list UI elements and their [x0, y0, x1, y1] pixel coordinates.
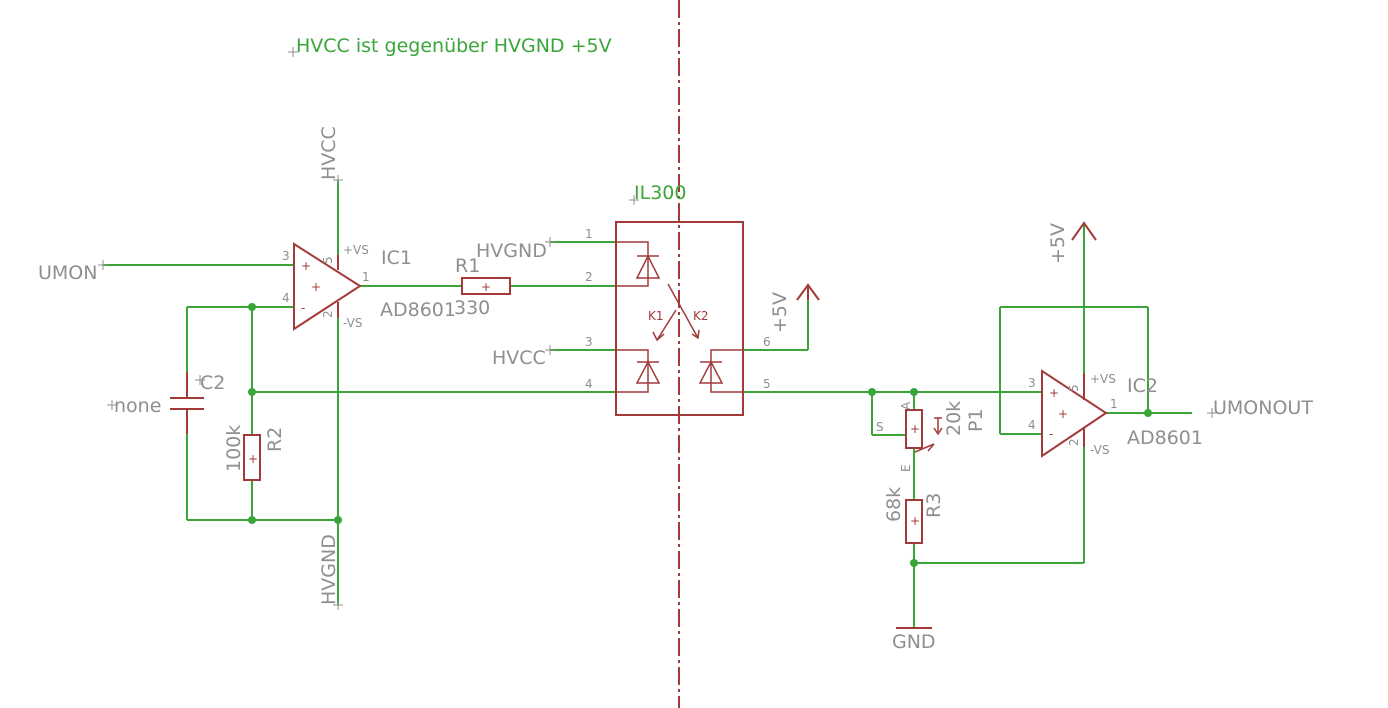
ic1-pin-3: 3: [282, 249, 290, 263]
p1-pin-e: E: [899, 464, 913, 472]
c2-value: none: [114, 395, 161, 417]
plus5v-label-right: +5V: [769, 292, 791, 333]
il300-pin-5: 5: [763, 377, 771, 391]
p1-pin-s: S: [876, 420, 884, 434]
svg-text:+: +: [481, 280, 491, 294]
c2-capacitor[interactable]: C2 none: [107, 372, 225, 434]
junctions-right: [868, 388, 1152, 567]
il300-optocoupler[interactable]: K1 K2 1 2 3 4 5 6 IL300: [585, 182, 771, 416]
plus5v-symbol-right: +5V: [769, 283, 820, 333]
ic1-pin-5: 5: [321, 256, 335, 264]
ic2-pin-1: 1: [1110, 397, 1118, 411]
il300-pin-6: 6: [763, 335, 771, 349]
il300-k1: K1: [648, 309, 664, 323]
r3-name: R3: [923, 493, 945, 518]
p1-value: 20k: [943, 401, 965, 436]
plus5v-symbol-top: +5V: [1047, 221, 1097, 264]
note-text: HVCC ist gegenüber HVGND +5V: [296, 35, 612, 57]
svg-text:+: +: [910, 514, 920, 528]
umonout-label: UMONOUT: [1213, 397, 1313, 419]
il300-pin-4: 4: [585, 377, 593, 391]
ic2-pos-supply: +VS: [1090, 372, 1116, 386]
ic2-pin-2: 2: [1067, 438, 1081, 446]
ic1-name: IC1: [381, 247, 412, 269]
r3-resistor[interactable]: + 68k R3: [883, 487, 945, 544]
svg-text:+: +: [1058, 407, 1068, 421]
il300-k2: K2: [693, 309, 709, 323]
ic2-value: AD8601: [1127, 427, 1203, 449]
svg-text:+: +: [301, 259, 311, 273]
p1-potentiometer[interactable]: + A E S 20k P1: [876, 401, 987, 472]
p1-name: P1: [965, 408, 987, 432]
ic1-neg-supply: -VS: [343, 316, 362, 330]
ic1-pin-4: 4: [282, 291, 290, 305]
ic2-pin-4: 4: [1028, 418, 1036, 432]
ic2-opamp[interactable]: + - + 3 4 1 +VS -VS 5 2 IC2 AD8601: [1028, 369, 1203, 458]
p1-pin-a: A: [899, 401, 913, 410]
r2-value: 100k: [223, 425, 245, 472]
gnd-symbol: GND: [892, 627, 936, 653]
hvgnd-bottom-label: HVGND: [318, 534, 340, 605]
il300-pin-3: 3: [585, 335, 593, 349]
ic1-pos-supply: +VS: [343, 243, 369, 257]
ic1-pin-2: 2: [321, 310, 335, 318]
r1-name: R1: [455, 255, 480, 277]
il300-name: IL300: [634, 182, 686, 204]
wires-right: [743, 225, 1192, 628]
ic2-name: IC2: [1127, 375, 1158, 397]
r3-value: 68k: [883, 487, 905, 522]
svg-text:+: +: [910, 422, 920, 436]
hvcc-pin-label: HVCC: [492, 347, 546, 369]
wires-left: [103, 180, 616, 605]
r2-resistor[interactable]: + 100k R2: [223, 425, 286, 481]
hvgnd-pin-label: HVGND: [476, 240, 547, 262]
ic2-neg-supply: -VS: [1090, 443, 1109, 457]
svg-text:+: +: [248, 452, 258, 466]
c2-name: C2: [200, 372, 225, 394]
svg-text:+: +: [311, 280, 321, 294]
ic1-value: AD8601: [380, 299, 456, 321]
junctions-left: [248, 303, 342, 524]
umon-label: UMON: [38, 262, 97, 284]
il300-pin-2: 2: [585, 270, 593, 284]
il300-pin-1: 1: [585, 227, 593, 241]
ic2-pin-5: 5: [1067, 384, 1081, 392]
ic1-opamp[interactable]: + - + 3 4 1 +VS -VS 5 2 IC1 AD8601: [282, 242, 456, 331]
ic2-pin-3: 3: [1028, 376, 1036, 390]
svg-text:-: -: [301, 301, 305, 315]
svg-text:+: +: [1049, 386, 1059, 400]
hvcc-top-label: HVCC: [318, 126, 340, 180]
ic1-pin-1: 1: [362, 270, 370, 284]
svg-text:-: -: [1049, 427, 1053, 441]
r1-value: 330: [454, 297, 490, 319]
plus5v-label-top: +5V: [1047, 223, 1069, 264]
r2-name: R2: [264, 427, 286, 452]
gnd-label: GND: [892, 631, 936, 653]
r1-resistor[interactable]: + R1 330: [454, 255, 511, 319]
